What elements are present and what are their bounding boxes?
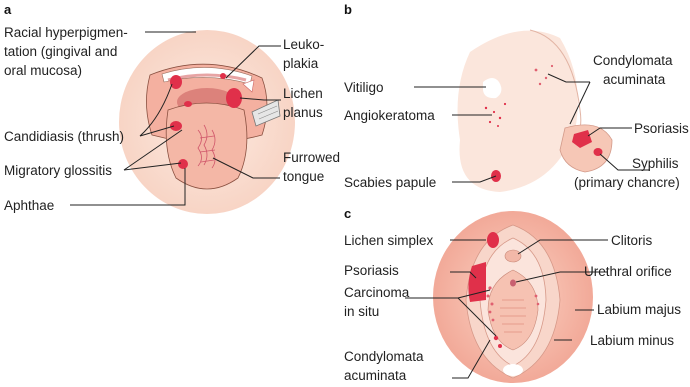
label-angiokeratoma: Angiokeratoma (344, 108, 435, 123)
label-condylomata-acuminata: Condylomata (593, 53, 673, 68)
label-labium-minus: Labium minus (590, 333, 674, 348)
label-scabies-papule: Scabies papule (344, 175, 436, 190)
label-aphthae: Aphthae (4, 198, 54, 213)
panel-letter-a: a (4, 2, 12, 17)
label-furrowed-tongue-2: tongue (283, 169, 324, 184)
panel-a: a (4, 2, 340, 214)
label-candidiasis: Candidiasis (thrush) (4, 129, 124, 144)
label-condylomata-acuminata-2: acuminata (603, 72, 666, 87)
introitus-base (503, 364, 523, 376)
label-leukoplakia: Leuko- (283, 37, 324, 52)
label-vitiligo: Vitiligo (344, 80, 384, 95)
label-psoriasis-c: Psoriasis (344, 263, 399, 278)
clitoris-shape (505, 250, 521, 262)
genital-skin (458, 31, 578, 192)
lichen-simplex-lesion (487, 232, 499, 248)
label-lichen-planus-2: planus (283, 105, 323, 120)
label-carcinoma-in-situ: Carcinoma (344, 285, 410, 300)
label-racial-hyperpigmentation: Racial hyperpigmen- (4, 25, 128, 40)
label-labium-majus: Labium majus (597, 302, 681, 317)
label-syphilis: Syphilis (632, 156, 679, 171)
tongue (166, 103, 247, 189)
label-condylomata-c-2: acuminata (344, 368, 407, 383)
label-clitoris: Clitoris (611, 233, 653, 248)
label-carcinoma-in-situ-2: in situ (344, 304, 379, 319)
panel-letter-b: b (344, 2, 352, 17)
urethral-orifice (510, 280, 516, 287)
label-lichen-planus: Lichen (283, 86, 323, 101)
penis-illustration (458, 30, 612, 192)
label-condylomata-c: Condylomata (344, 349, 424, 364)
label-lichen-simplex: Lichen simplex (344, 233, 434, 248)
label-urethral-orifice: Urethral orifice (584, 264, 672, 279)
panel-letter-c: c (344, 206, 351, 221)
label-racial-hyperpigmentation-3: oral mucosa) (4, 63, 82, 78)
label-syphilis-2: (primary chancre) (574, 175, 680, 190)
vulva-illustration (433, 211, 593, 383)
label-migratory-glossitis: Migratory glossitis (4, 163, 112, 178)
mouth-illustration (119, 30, 295, 214)
panel-c: c (344, 206, 681, 383)
label-psoriasis-b: Psoriasis (634, 121, 689, 136)
label-racial-hyperpigmentation-2: tation (gingival and (4, 44, 117, 59)
label-leukoplakia-2: plakia (283, 56, 319, 71)
panel-b: b (344, 2, 689, 192)
label-furrowed-tongue: Furrowed (283, 150, 340, 165)
